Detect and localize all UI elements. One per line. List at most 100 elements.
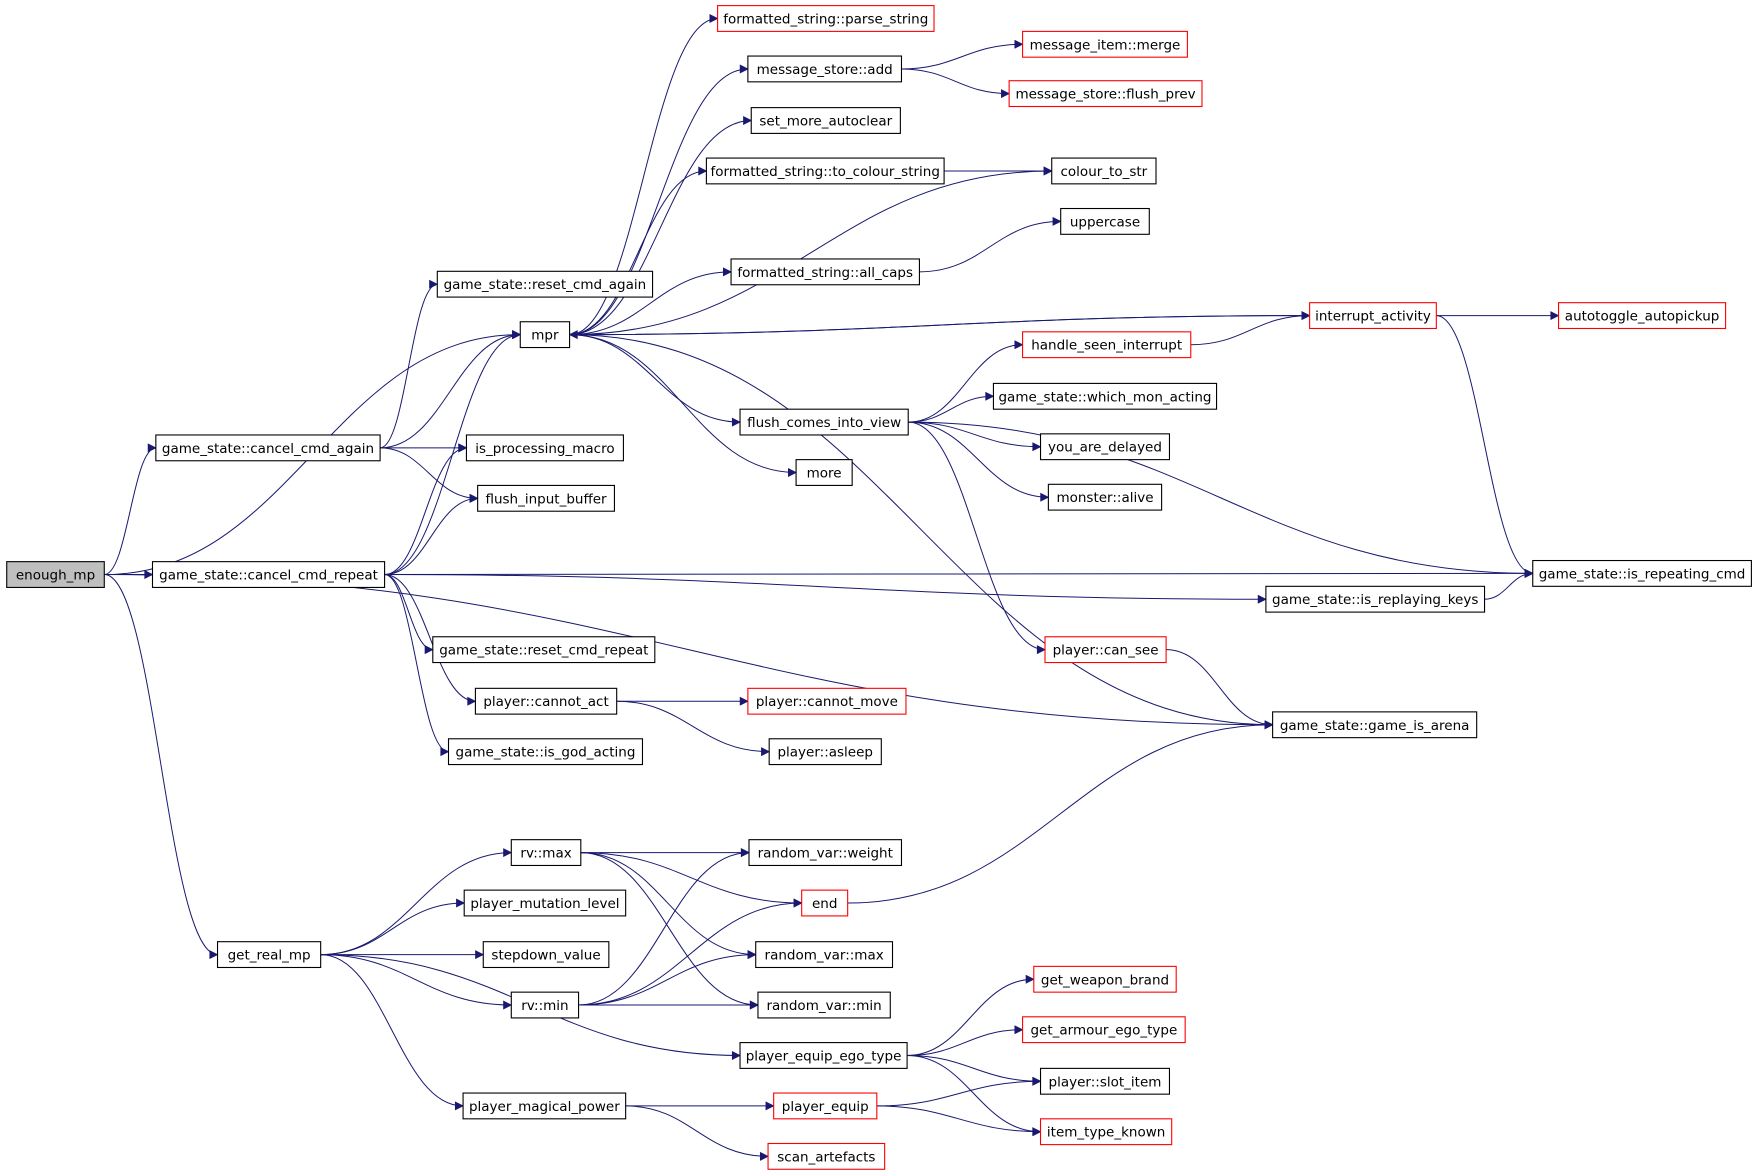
node-box[interactable] <box>992 382 1218 410</box>
node-player-equip[interactable]: player_equip <box>773 1092 878 1120</box>
node-box[interactable] <box>1047 483 1163 511</box>
node-cancel-cmd-again[interactable]: game_state::cancel_cmd_again <box>155 434 381 462</box>
node-rnd-weight[interactable]: random_var::weight <box>748 839 903 867</box>
node-box[interactable] <box>768 738 882 766</box>
node-box[interactable] <box>757 991 891 1019</box>
node-scan-artefacts[interactable]: scan_artefacts <box>767 1142 886 1170</box>
node-set-more-autoclear[interactable]: set_more_autoclear <box>750 107 901 134</box>
node-to-colour-string[interactable]: formatted_string::to_colour_string <box>705 157 945 185</box>
node-interrupt-activity[interactable]: interrupt_activity <box>1309 302 1437 330</box>
node-box[interactable] <box>474 687 618 715</box>
node-box[interactable] <box>510 839 582 867</box>
node-box[interactable] <box>1022 331 1192 359</box>
node-box[interactable] <box>1039 433 1171 461</box>
node-box[interactable] <box>447 738 644 766</box>
node-cannot-move[interactable]: player::cannot_move <box>747 687 907 715</box>
node-box[interactable] <box>432 636 656 664</box>
node-box[interactable] <box>6 561 105 588</box>
node-box[interactable] <box>748 839 903 867</box>
node-slot-item[interactable]: player::slot_item <box>1039 1067 1171 1095</box>
node-box[interactable] <box>1051 157 1157 185</box>
node-box[interactable] <box>705 157 945 185</box>
node-box[interactable] <box>739 408 909 436</box>
node-box[interactable] <box>1008 80 1203 108</box>
node-box[interactable] <box>155 434 381 462</box>
node-handle-seen-interrupt[interactable]: handle_seen_interrupt <box>1022 331 1192 359</box>
node-reset-cmd-again[interactable]: game_state::reset_cmd_again <box>436 270 654 298</box>
node-is-replaying-keys[interactable]: game_state::is_replaying_keys <box>1265 585 1486 613</box>
node-box[interactable] <box>739 1042 908 1069</box>
node-uppercase[interactable]: uppercase <box>1060 207 1150 235</box>
node-box[interactable] <box>755 941 894 969</box>
node-player-equip-ego-type[interactable]: player_equip_ego_type <box>739 1042 908 1069</box>
node-end[interactable]: end <box>801 889 849 917</box>
node-box[interactable] <box>151 561 386 588</box>
node-box[interactable] <box>510 991 580 1019</box>
node-item-type-known[interactable]: item_type_known <box>1039 1118 1173 1146</box>
node-box[interactable] <box>747 687 907 715</box>
node-can-see[interactable]: player::can_see <box>1044 636 1167 664</box>
node-box[interactable] <box>1309 302 1437 330</box>
node-box[interactable] <box>767 1142 886 1170</box>
node-box[interactable] <box>216 941 322 969</box>
node-enough-mp[interactable]: enough_mp <box>6 561 105 588</box>
node-which-mon-acting[interactable]: game_state::which_mon_acting <box>992 382 1218 410</box>
node-cannot-act[interactable]: player::cannot_act <box>474 687 618 715</box>
node-colour-to-str[interactable]: colour_to_str <box>1051 157 1157 185</box>
node-asleep[interactable]: player::asleep <box>768 738 882 766</box>
node-box[interactable] <box>482 941 610 969</box>
node-ms-add[interactable]: message_store::add <box>747 55 903 83</box>
node-is-processing-macro[interactable]: is_processing_macro <box>465 434 624 462</box>
node-box[interactable] <box>1060 207 1150 235</box>
node-box[interactable] <box>1532 559 1752 587</box>
node-box[interactable] <box>801 889 849 917</box>
node-box[interactable] <box>773 1092 878 1120</box>
node-box[interactable] <box>462 1092 627 1120</box>
node-stepdown-value[interactable]: stepdown_value <box>482 941 610 969</box>
node-box[interactable] <box>436 270 654 298</box>
node-get-real-mp[interactable]: get_real_mp <box>216 941 322 969</box>
node-box[interactable] <box>795 459 853 486</box>
node-autotoggle-autopickup[interactable]: autotoggle_autopickup <box>1557 302 1727 330</box>
node-rv-min[interactable]: rv::min <box>510 991 580 1019</box>
node-box[interactable] <box>717 5 935 32</box>
node-player-magical-power[interactable]: player_magical_power <box>462 1092 627 1120</box>
node-more[interactable]: more <box>795 459 853 486</box>
node-box[interactable] <box>730 258 920 286</box>
node-parse-string[interactable]: formatted_string::parse_string <box>717 5 935 32</box>
node-monster-alive[interactable]: monster::alive <box>1047 483 1163 511</box>
node-flush-comes-into-view[interactable]: flush_comes_into_view <box>739 408 909 436</box>
node-box[interactable] <box>1272 711 1478 739</box>
node-is-repeating-cmd[interactable]: game_state::is_repeating_cmd <box>1532 559 1752 587</box>
node-get-armour-ego-type[interactable]: get_armour_ego_type <box>1022 1016 1186 1044</box>
node-rnd-min[interactable]: random_var::min <box>757 991 891 1019</box>
node-box[interactable] <box>1039 1067 1171 1095</box>
node-box[interactable] <box>1033 965 1177 993</box>
node-is-god-acting[interactable]: game_state::is_god_acting <box>447 738 644 766</box>
node-rnd-max[interactable]: random_var::max <box>755 941 894 969</box>
node-box[interactable] <box>463 889 627 917</box>
node-mpr[interactable]: mpr <box>519 321 571 349</box>
node-ms-flush-prev[interactable]: message_store::flush_prev <box>1008 80 1203 108</box>
node-box[interactable] <box>1044 636 1167 664</box>
node-mi-merge[interactable]: message_item::merge <box>1022 30 1188 58</box>
node-you-are-delayed[interactable]: you_are_delayed <box>1039 433 1171 461</box>
node-box[interactable] <box>519 321 571 349</box>
node-box[interactable] <box>1022 30 1188 58</box>
node-reset-cmd-repeat[interactable]: game_state::reset_cmd_repeat <box>432 636 656 664</box>
node-get-weapon-brand[interactable]: get_weapon_brand <box>1033 965 1177 993</box>
node-box[interactable] <box>465 434 624 462</box>
node-box[interactable] <box>1039 1118 1173 1146</box>
node-game-is-arena[interactable]: game_state::game_is_arena <box>1272 711 1478 739</box>
node-box[interactable] <box>747 55 903 83</box>
node-player-mutation-level[interactable]: player_mutation_level <box>463 889 627 917</box>
node-box[interactable] <box>1022 1016 1186 1044</box>
node-flush-input-buffer[interactable]: flush_input_buffer <box>477 484 615 512</box>
node-rv-max[interactable]: rv::max <box>510 839 582 867</box>
node-box[interactable] <box>750 107 901 134</box>
node-all-caps[interactable]: formatted_string::all_caps <box>730 258 920 286</box>
node-box[interactable] <box>1557 302 1727 330</box>
node-cancel-cmd-repeat[interactable]: game_state::cancel_cmd_repeat <box>151 561 386 588</box>
node-box[interactable] <box>477 484 615 512</box>
node-box[interactable] <box>1265 585 1486 613</box>
